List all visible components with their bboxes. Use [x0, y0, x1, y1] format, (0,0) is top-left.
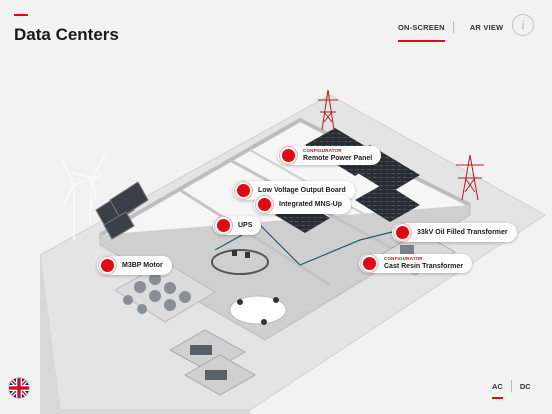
- language-button[interactable]: [8, 377, 30, 399]
- chair: [273, 297, 279, 303]
- view-toggle: ON-SCREEN AR VIEW: [398, 21, 504, 42]
- callout-label: Remote Power Panel: [303, 154, 373, 162]
- chair: [261, 319, 267, 325]
- dc-option[interactable]: DC: [519, 382, 531, 391]
- callout-label: Low Voltage Output Board: [258, 187, 346, 194]
- hotspot-dot[interactable]: [361, 255, 378, 272]
- callout-label: 33kV Oil Filled Transformer: [417, 229, 508, 236]
- callout-label: M3BP Motor: [122, 262, 163, 269]
- tab-on-screen[interactable]: ON-SCREEN: [398, 23, 445, 42]
- configurator-tag: CONFIGURATOR: [303, 148, 342, 154]
- callout-label: Integrated MNS-Up: [279, 201, 342, 208]
- chair: [237, 299, 243, 305]
- ac-option[interactable]: AC: [492, 382, 503, 399]
- configurator-tag: CONFIGURATOR: [384, 256, 423, 262]
- hotspot-dot[interactable]: [256, 196, 273, 213]
- interior-wall: [179, 188, 331, 287]
- callout-cast-resin-transformer[interactable]: CONFIGURATOR Cast Resin Transformer: [359, 254, 472, 273]
- generator: [205, 370, 227, 380]
- callout-label: Cast Resin Transformer: [384, 262, 463, 270]
- hotspot-dot[interactable]: [99, 257, 116, 274]
- callout-remote-power-panel[interactable]: CONFIGURATOR Remote Power Panel: [278, 146, 382, 165]
- monitor: [232, 250, 237, 256]
- callout-33kv-oil-filled-transformer[interactable]: 33kV Oil Filled Transformer: [392, 223, 517, 242]
- callout-label: UPS: [238, 222, 253, 229]
- transformer: [400, 245, 414, 255]
- hotspot-dot[interactable]: [394, 224, 411, 241]
- uk-flag-icon: [9, 378, 29, 398]
- hotspot-dot[interactable]: [235, 182, 252, 199]
- page-title: Data Centers: [14, 25, 119, 44]
- current-mode-toggle: AC DC: [492, 380, 531, 399]
- title-accent-bar: [14, 14, 28, 16]
- info-icon: i: [521, 17, 525, 32]
- tab-ar-view[interactable]: AR VIEW: [469, 23, 504, 32]
- callout-integrated-mns-up[interactable]: Integrated MNS-Up: [254, 195, 351, 214]
- hotspot-dot[interactable]: [280, 147, 297, 164]
- power-pylon-left: [318, 89, 338, 131]
- monitor: [245, 252, 250, 258]
- mode-divider: [510, 380, 512, 392]
- cooling-fans: [123, 273, 191, 314]
- solar-panels: [95, 181, 149, 240]
- callout-m3bp-motor[interactable]: M3BP Motor: [97, 256, 172, 275]
- generator: [190, 345, 212, 355]
- power-pylon-right: [456, 154, 484, 201]
- info-button[interactable]: i: [512, 14, 534, 36]
- control-desk: [211, 249, 269, 275]
- meeting-table: [229, 295, 287, 325]
- server-racks: [355, 183, 420, 222]
- callout-ups[interactable]: UPS: [213, 216, 262, 235]
- view-toggle-divider: [452, 21, 454, 33]
- hotspot-dot[interactable]: [215, 217, 232, 234]
- wind-turbines: [61, 149, 109, 240]
